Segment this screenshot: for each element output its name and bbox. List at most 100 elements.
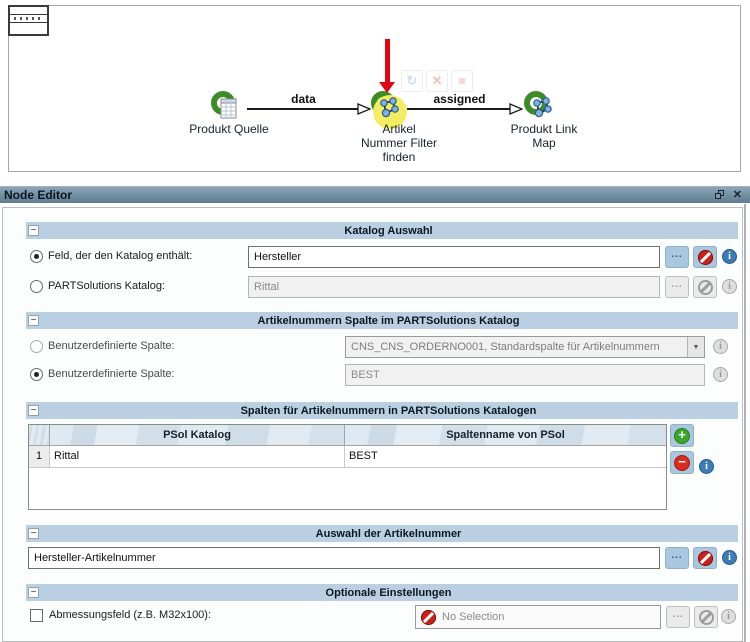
minus-icon: − (674, 454, 690, 471)
clear-button[interactable] (693, 246, 717, 268)
network-icon (380, 97, 399, 118)
section-header-katalog-auswahl: − Katalog Auswahl (26, 222, 738, 239)
node-editor-panel: − Katalog Auswahl Feld, der den Katalog … (2, 207, 743, 642)
no-entry-icon (697, 249, 713, 265)
info-icon-disabled: i (713, 367, 728, 382)
no-entry-icon (697, 550, 713, 566)
edge-assigned-label: assigned (433, 92, 486, 106)
browse-button[interactable]: ... (665, 547, 689, 569)
edge-data-label: data (291, 92, 316, 106)
add-row-button[interactable]: + (670, 424, 694, 447)
node-artikel-nummer-filter[interactable] (371, 91, 407, 129)
section-title: Optionale Einstellungen (325, 586, 452, 599)
mini-ticks (10, 15, 47, 23)
browse-button-disabled: ... (665, 276, 689, 298)
node-produkt-link-map[interactable] (524, 91, 552, 118)
clear-button[interactable] (693, 547, 717, 569)
radio-benutzerdefinierte-spalte[interactable] (30, 368, 43, 381)
radio-label: Benutzerdefinierte Spalte: (48, 340, 175, 352)
table-header-row: PSol Katalog Spaltenname von PSol (29, 425, 666, 446)
node-label: Artikel Nummer Filter finden (360, 122, 437, 164)
column-header[interactable]: Spaltenname von PSol (345, 425, 666, 445)
window-edge (744, 204, 746, 642)
collapse-icon[interactable]: − (28, 405, 39, 416)
chevron-down-icon[interactable]: ▼ (687, 337, 704, 357)
info-icon[interactable]: i (722, 249, 737, 264)
network-icon (533, 97, 552, 118)
node-editor-titlebar: Node Editor ✕ (0, 186, 750, 203)
spalte-dropdown[interactable]: CNS_CNS_ORDERNO001, Standardspalte für A… (345, 336, 705, 358)
cancel-icon[interactable]: ✕ (426, 70, 448, 92)
minimized-node-widget[interactable] (8, 5, 49, 36)
no-entry-icon (698, 609, 714, 625)
ellipsis-icon: ... (671, 249, 683, 260)
info-icon[interactable]: i (699, 459, 714, 474)
row-number: 1 (29, 446, 50, 467)
section-title: Auswahl der Artikelnummer (315, 527, 462, 540)
info-icon-disabled: i (722, 279, 737, 294)
abmessungsfeld-checkbox[interactable] (30, 609, 43, 622)
collapse-icon[interactable]: − (28, 587, 39, 598)
spaltenname-cell[interactable]: BEST (349, 450, 378, 462)
plus-icon: + (674, 427, 690, 444)
mini-row (10, 7, 47, 15)
column-header[interactable]: PSol Katalog (50, 425, 345, 445)
remove-row-button[interactable]: − (670, 451, 694, 474)
no-entry-icon (421, 609, 436, 625)
ellipsis-icon: ... (671, 550, 683, 561)
psol-katalog-cell[interactable]: Rittal (50, 446, 345, 467)
ellipsis-icon: ... (671, 279, 683, 290)
artikelnummer-input[interactable]: Hersteller-Artikelnummer (28, 547, 660, 569)
collapse-icon[interactable]: − (28, 315, 39, 326)
stop-icon[interactable]: ■ (451, 70, 473, 92)
float-window-icon[interactable] (715, 190, 724, 199)
node-produkt-quelle[interactable] (211, 91, 237, 119)
section-header-optionale-einstellungen: − Optionale Einstellungen (26, 584, 738, 601)
clear-button-disabled (693, 276, 717, 298)
radio-label: Feld, der den Katalog enthält: (48, 250, 193, 262)
radio-label: Benutzerdefinierte Spalte: (48, 368, 175, 380)
edge-data (247, 108, 360, 110)
collapse-icon[interactable]: − (28, 528, 39, 539)
collapse-icon[interactable]: − (28, 225, 39, 236)
checkbox-label: Abmessungsfeld (z.B. M32x100): (49, 609, 212, 621)
ellipsis-icon: ... (672, 609, 684, 620)
radio-partsolutions-katalog[interactable] (30, 280, 43, 293)
section-header-artikelnummern-spalte: − Artikelnummern Spalte im PARTSolutions… (26, 312, 738, 329)
section-title: Spalten für Artikelnummern in PARTSoluti… (240, 404, 537, 417)
radio-label: PARTSolutions Katalog: (48, 280, 165, 292)
node-label: Produkt Link Map (510, 122, 578, 150)
section-title: Artikelnummern Spalte im PARTSolutions K… (257, 314, 520, 327)
browse-button-disabled: ... (666, 606, 690, 628)
browse-button[interactable]: ... (665, 246, 689, 268)
info-icon-disabled: i (721, 609, 736, 624)
annotation-arrow-head (379, 82, 395, 93)
node-label: Produkt Quelle (189, 122, 269, 136)
no-selection-text: No Selection (442, 611, 505, 623)
edge-assigned (407, 108, 512, 110)
arrowhead-icon (357, 103, 371, 115)
section-header-spalten-tabelle: − Spalten für Artikelnummern in PARTSolu… (26, 402, 738, 419)
annotation-arrow (385, 39, 390, 82)
corner-header (29, 425, 50, 445)
dropdown-value: CNS_CNS_ORDERNO001, Standardspalte für A… (351, 341, 660, 353)
arrowhead-icon (509, 103, 523, 115)
table-row[interactable]: 1 Rittal BEST (29, 446, 666, 468)
radio-standardspalte (30, 340, 43, 353)
table-icon (220, 98, 237, 119)
radio-feld-katalog[interactable] (30, 250, 43, 263)
panel-title: Node Editor (4, 188, 72, 202)
benutzerdefinierte-spalte-input[interactable]: BEST (345, 364, 705, 386)
run-icon[interactable]: ↻ (401, 70, 423, 92)
clear-button-disabled (694, 606, 718, 628)
workflow-canvas[interactable]: Produkt Quelle data Artikel Nummer Filte… (8, 5, 741, 172)
katalog-feld-input[interactable]: Hersteller (248, 246, 660, 268)
spalten-table[interactable]: PSol Katalog Spaltenname von PSol 1 Ritt… (28, 424, 667, 510)
abmessungsfeld-input: No Selection (415, 605, 661, 629)
mini-row (10, 23, 47, 31)
section-title: Katalog Auswahl (344, 224, 433, 237)
info-icon[interactable]: i (722, 550, 737, 565)
section-header-auswahl-artikelnummer: − Auswahl der Artikelnummer (26, 525, 738, 542)
info-icon-disabled: i (713, 339, 728, 354)
close-icon[interactable]: ✕ (732, 189, 742, 201)
